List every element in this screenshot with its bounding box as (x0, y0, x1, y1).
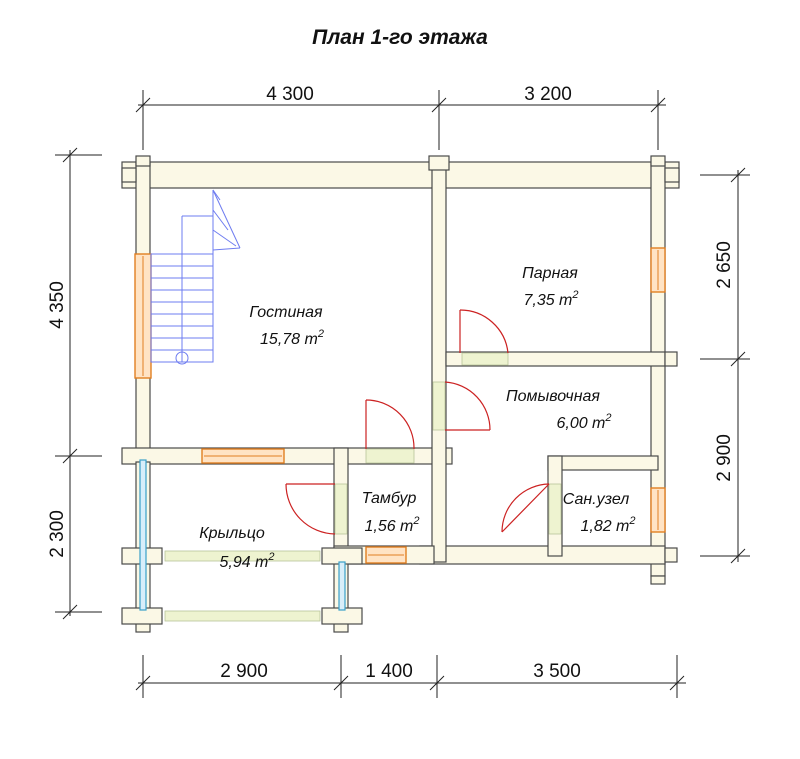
dim-bottom-1: 2 900 (220, 661, 268, 682)
room-area-living: 15,78 m2 (260, 328, 324, 348)
windows (134, 247, 666, 611)
staircase (150, 189, 241, 365)
room-area-porch: 5,94 m2 (219, 551, 274, 571)
room-area-bathroom: 1,82 m2 (580, 515, 635, 535)
porch-rail-right (338, 561, 346, 611)
dim-bottom-3: 3 500 (533, 661, 581, 682)
room-name-steam: Парная (522, 265, 578, 282)
room-name-living: Гостиная (249, 304, 323, 321)
room-area-washroom: 6,00 m2 (556, 412, 611, 432)
room-labels: Гостиная 15,78 m2 Парная 7,35 m2 Помывоч… (199, 265, 635, 571)
room-name-porch: Крыльцо (199, 525, 265, 542)
room-area-vestibule: 1,56 m2 (364, 515, 419, 535)
plan-title: План 1-го этажа (312, 26, 488, 49)
doors (285, 309, 550, 535)
dim-right-1: 2 650 (714, 241, 735, 289)
dim-top-2: 3 200 (524, 84, 572, 105)
dim-top-1: 4 300 (266, 84, 314, 105)
room-name-vestibule: Тамбур (362, 490, 417, 507)
room-name-washroom: Помывочная (506, 388, 600, 405)
dim-right-2: 2 900 (714, 434, 735, 482)
dim-left-2: 2 300 (47, 510, 68, 558)
dimensions: 4 300 3 200 2 900 1 400 3 500 4 350 2 30… (47, 84, 750, 698)
room-area-steam: 7,35 m2 (523, 289, 578, 309)
porch-rail-left (139, 459, 147, 611)
openings (164, 352, 562, 622)
dim-bottom-2: 1 400 (365, 661, 413, 682)
room-name-bathroom: Сан.узел (563, 491, 630, 508)
dim-left-1: 4 350 (47, 281, 68, 329)
